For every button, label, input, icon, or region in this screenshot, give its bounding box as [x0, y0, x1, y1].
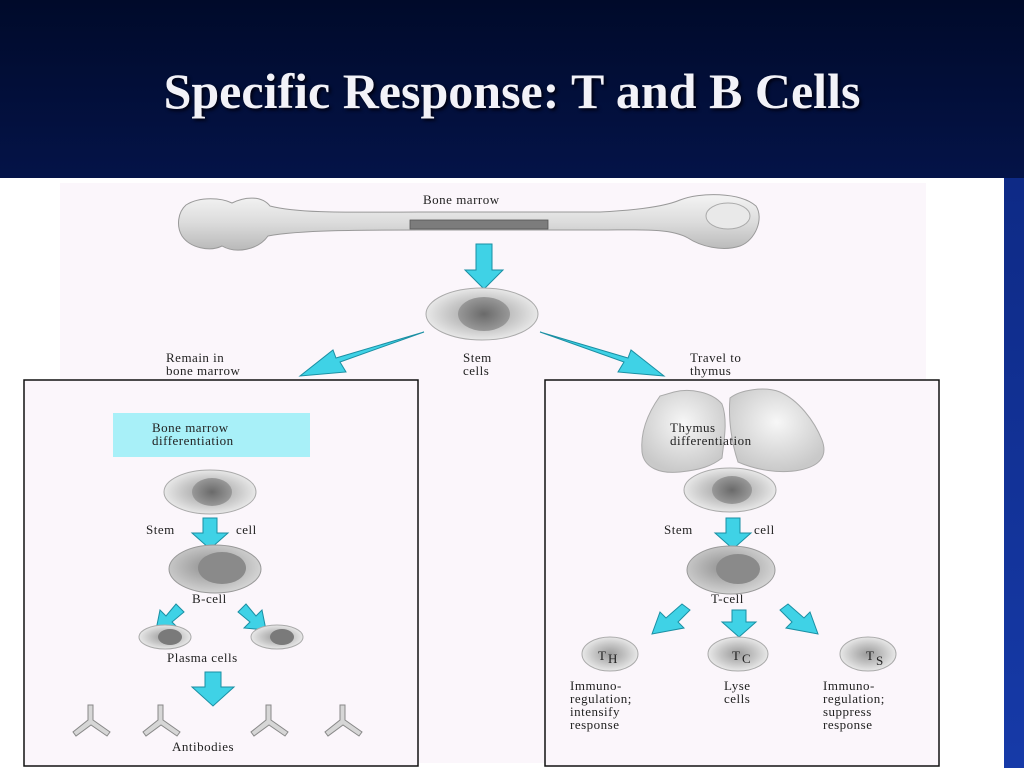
right-stem-label: Stem [664, 522, 693, 537]
ts-desc-line1: Immuno- [823, 678, 875, 693]
tc-subscript: C [742, 651, 751, 666]
th-label: T [598, 648, 606, 663]
right-cell-label: cell [754, 522, 775, 537]
arrow-plasma-to-antibodies-icon [190, 671, 236, 707]
b-cell [168, 544, 262, 594]
antibodies-label: Antibodies [172, 739, 234, 754]
arrow-tcell-to-th-icon [651, 603, 691, 635]
bone-marrow-label: Bone marrow [423, 192, 500, 207]
arrow-to-thymus-icon [539, 331, 666, 377]
antibody-icon [250, 704, 289, 737]
right-stem-cell [683, 467, 777, 513]
ts-cell [839, 636, 897, 672]
travel-label-line2: thymus [690, 363, 731, 378]
arrow-tcell-to-ts-icon [779, 603, 819, 635]
b-cell-label: B-cell [192, 591, 227, 606]
bone-illustration [178, 194, 760, 251]
arrow-bcell-to-plasma-right-icon [237, 603, 267, 631]
stem-cells-label-line1: Stem [463, 350, 492, 365]
ts-label: T [866, 648, 874, 663]
plasma-cell-left [138, 624, 192, 650]
bone-marrow-differentiation-box [113, 413, 310, 457]
plasma-cells-label: Plasma cells [167, 650, 238, 665]
bm-differentiation-line1: Bone marrow [152, 420, 229, 435]
th-desc-line1: Immuno- [570, 678, 622, 693]
thymus-differentiation-line2: differentiation [670, 433, 752, 448]
plasma-cell-right [250, 624, 304, 650]
th-cell [581, 636, 639, 672]
th-desc-line4: response [570, 717, 620, 732]
antibody-icon [72, 704, 111, 737]
th-desc-line2: regulation; [570, 691, 632, 706]
arrow-to-bone-marrow-icon [298, 331, 425, 377]
stem-cells-label-line2: cells [463, 363, 489, 378]
stem-cell-top [425, 287, 539, 341]
slide-title: Specific Response: T and B Cells [163, 63, 861, 119]
tc-label: T [732, 648, 740, 663]
marrow-cavity [409, 219, 549, 230]
ts-desc-line2: regulation; [823, 691, 885, 706]
antibody-group [72, 704, 363, 737]
tc-cell [707, 636, 769, 672]
left-stem-label: Stem [146, 522, 175, 537]
bm-differentiation-line2: differentiation [152, 433, 234, 448]
th-desc-line3: intensify [570, 704, 620, 719]
arrow-stem-to-bcell-icon [190, 517, 230, 550]
t-cell-label: T-cell [711, 591, 744, 606]
thymus-illustration [641, 388, 825, 473]
slide-edge-strip [1004, 178, 1024, 768]
thymus-differentiation-line1: Thymus [670, 420, 716, 435]
tc-desc-line2: cells [724, 691, 750, 706]
antibody-icon [324, 704, 363, 737]
remain-label-line2: bone marrow [166, 363, 241, 378]
left-stem-cell [163, 469, 257, 515]
travel-label-line1: Travel to [690, 350, 741, 365]
arrow-stem-to-tcell-icon [713, 517, 753, 550]
t-cell [686, 545, 776, 595]
left-cell-label: cell [236, 522, 257, 537]
th-subscript: H [608, 651, 618, 666]
ts-desc-line4: response [823, 717, 873, 732]
ts-desc-line3: suppress [823, 704, 872, 719]
tc-desc-line1: Lyse [724, 678, 751, 693]
arrow-bone-to-stem-icon [463, 243, 505, 290]
antibody-icon [142, 704, 181, 737]
ts-subscript: S [876, 653, 884, 668]
remain-label-line1: Remain in [166, 350, 224, 365]
arrow-tcell-to-tc-icon [720, 609, 758, 638]
